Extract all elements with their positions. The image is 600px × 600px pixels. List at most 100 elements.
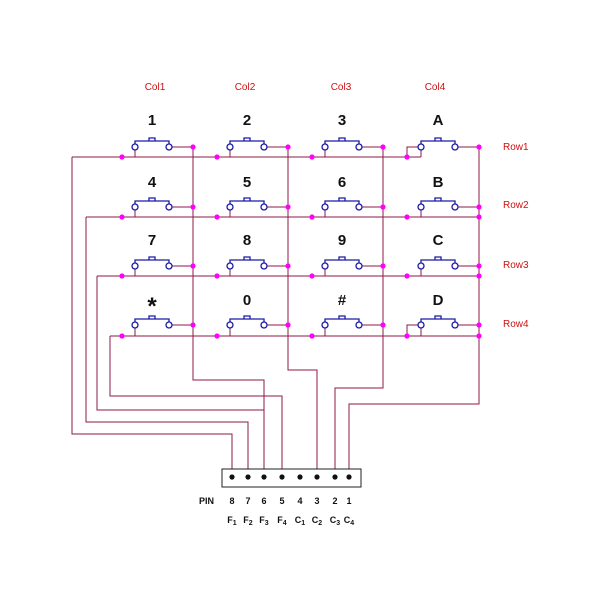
pin-header-dot: [297, 474, 303, 480]
pin-number-7: 7: [245, 496, 250, 506]
pin-number-8: 8: [229, 496, 234, 506]
key-label-a: A: [433, 112, 444, 129]
pin-number-1: 1: [346, 496, 351, 506]
pin-header-dots: [229, 474, 352, 480]
junction-dot: [380, 263, 386, 269]
junction-dot: [214, 214, 220, 220]
pin-signal-C1: C1: [295, 515, 306, 527]
junction-dot: [476, 333, 482, 339]
junction-dot: [285, 322, 291, 328]
wire-segment: [169, 146, 265, 476]
pin-header-dot: [229, 474, 235, 480]
junction-dot: [214, 333, 220, 339]
switch-8: [226, 256, 268, 270]
junction-dot: [119, 214, 125, 220]
key-label-c: C: [433, 232, 444, 249]
junction-dot: [190, 263, 196, 269]
pin-number-4: 4: [297, 496, 302, 506]
switch-4: [131, 197, 173, 211]
pin-signal-C2: C2: [312, 515, 323, 527]
junction-dot: [214, 154, 220, 160]
junction-dot: [309, 273, 315, 279]
switch-b: [417, 197, 459, 211]
junction-dot: [285, 204, 291, 210]
junction-dot: [285, 263, 291, 269]
pin-number-6: 6: [261, 496, 266, 506]
key-label-1: 1: [148, 112, 156, 129]
junction-dot: [190, 204, 196, 210]
row-label-1: Row1: [503, 142, 529, 153]
column-label-1: Col1: [145, 82, 166, 93]
junction-dot: [404, 333, 410, 339]
junction-dot: [404, 273, 410, 279]
pin-label: PIN: [199, 496, 214, 506]
pin-header-dot: [245, 474, 251, 480]
junction-dot: [190, 322, 196, 328]
pin-signal-C3: C3: [330, 515, 341, 527]
junction-dots: [119, 144, 482, 339]
key-label-9: 9: [338, 232, 346, 249]
switch-9: [321, 256, 363, 270]
pin-number-3: 3: [314, 496, 319, 506]
junction-dot: [190, 144, 196, 150]
wire-segment: [96, 276, 264, 411]
row-label-2: Row2: [503, 200, 529, 211]
wire-segment: [406, 146, 421, 157]
key-label-2: 2: [243, 112, 251, 129]
pin-signal-F1: F1: [227, 515, 237, 527]
switch-5: [226, 197, 268, 211]
wiring: [71, 146, 480, 476]
pin-signal-C4: C4: [344, 515, 355, 527]
key-label-4: 4: [148, 174, 157, 191]
junction-dot: [476, 322, 482, 328]
key-label-8: 8: [243, 232, 251, 249]
wire-segment: [348, 146, 480, 476]
pin-number-5: 5: [279, 496, 284, 506]
junction-dot: [309, 333, 315, 339]
pin-signal-F2: F2: [243, 515, 253, 527]
key-label-3: 3: [338, 112, 346, 129]
switch-star: [131, 315, 173, 329]
wire-segment: [109, 336, 283, 476]
wire-segment: [264, 146, 318, 476]
junction-dot: [404, 154, 410, 160]
junction-dot: [119, 154, 125, 160]
key-label-b: B: [433, 174, 444, 191]
wire-segment: [406, 324, 421, 336]
junction-dot: [476, 263, 482, 269]
key-label-star: *: [147, 293, 157, 320]
column-label-2: Col2: [235, 82, 256, 93]
switch-d: [417, 315, 459, 329]
pin-header-dot: [332, 474, 338, 480]
pin-header-dot: [314, 474, 320, 480]
switch-0: [226, 315, 268, 329]
junction-dot: [309, 154, 315, 160]
switch-2: [226, 137, 268, 151]
wire-segment: [85, 217, 249, 476]
key-label-7: 7: [148, 232, 156, 249]
key-label-d: D: [433, 292, 444, 309]
switch-hash: [321, 315, 363, 329]
junction-dot: [476, 144, 482, 150]
switch-1: [131, 137, 173, 151]
switch-7: [131, 256, 173, 270]
pin-header-dot: [261, 474, 267, 480]
junction-dot: [119, 333, 125, 339]
junction-dot: [476, 204, 482, 210]
switch-a: [417, 137, 459, 151]
junction-dot: [476, 214, 482, 220]
junction-dot: [476, 273, 482, 279]
junction-dot: [309, 214, 315, 220]
pin-header-dot: [279, 474, 285, 480]
wire-segment: [334, 146, 384, 476]
switch-c: [417, 256, 459, 270]
junction-dot: [119, 273, 125, 279]
key-label-0: 0: [243, 292, 251, 309]
junction-dot: [380, 144, 386, 150]
junction-dot: [380, 204, 386, 210]
pin-signal-F4: F4: [277, 515, 287, 527]
pin-header-dot: [346, 474, 352, 480]
